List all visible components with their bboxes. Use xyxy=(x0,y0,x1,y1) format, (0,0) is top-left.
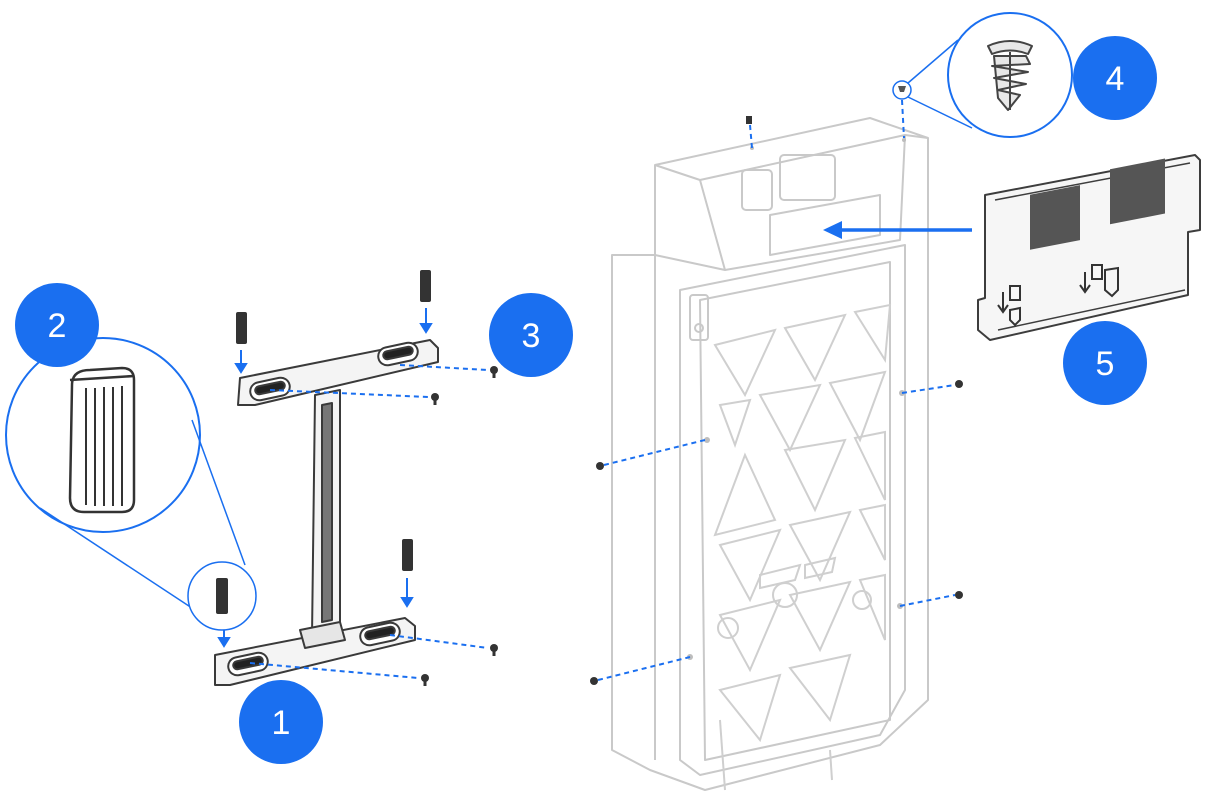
rubber-foot-pads xyxy=(217,270,433,648)
wall-plug-callout xyxy=(892,12,1073,138)
vent-mesh-right xyxy=(1110,158,1165,225)
badge-4: 4 xyxy=(1073,36,1157,120)
mounting-plate xyxy=(977,154,1201,341)
badge-1: 1 xyxy=(239,680,323,764)
rubber-foot-pad-icon xyxy=(68,366,136,514)
housing-lattice xyxy=(713,303,892,791)
foot-pad-callout xyxy=(5,337,257,631)
mounting-bracket xyxy=(214,339,439,686)
guide-lines xyxy=(249,99,956,681)
badge-2: 2 xyxy=(15,283,99,367)
screw-icons xyxy=(421,116,963,686)
svg-text:2: 2 xyxy=(48,307,67,345)
wall-plug-icon xyxy=(987,40,1033,111)
svg-text:5: 5 xyxy=(1096,345,1115,383)
vent-mesh-left xyxy=(1030,185,1080,250)
device-housing xyxy=(611,117,929,791)
badge-5: 5 xyxy=(1063,321,1147,405)
svg-text:3: 3 xyxy=(522,317,541,355)
svg-text:4: 4 xyxy=(1106,60,1125,98)
housing-holes xyxy=(687,138,906,660)
arrow-icon xyxy=(823,221,972,239)
svg-text:1: 1 xyxy=(272,704,291,742)
badge-3: 3 xyxy=(489,293,573,377)
